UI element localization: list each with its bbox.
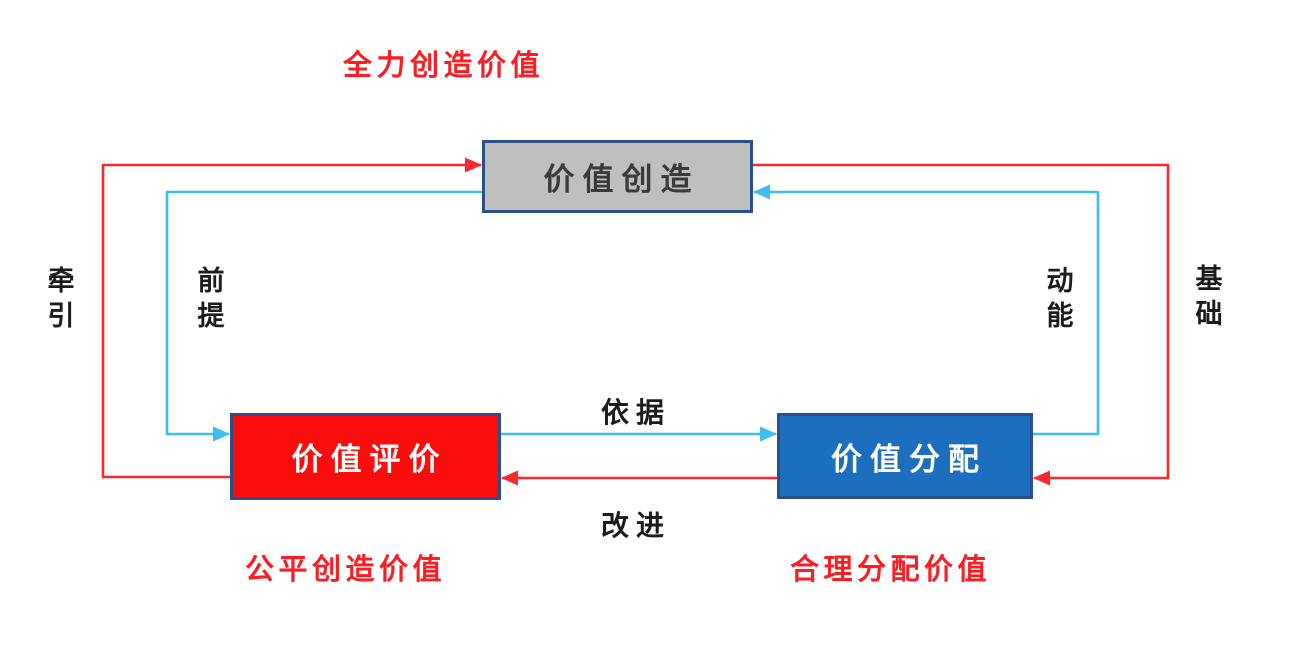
arrow-traction bbox=[101, 157, 482, 479]
arrow-premise bbox=[165, 190, 482, 442]
arrow-momentum bbox=[753, 184, 1100, 436]
edge-label-premise: 前提 bbox=[197, 266, 225, 331]
node-value-creation: 价值创造 bbox=[482, 140, 753, 213]
arrow-foundation bbox=[753, 163, 1170, 486]
edge-label-momentum: 动能 bbox=[1046, 266, 1074, 331]
node-value-creation-label: 价值创造 bbox=[543, 162, 700, 197]
edge-label-basis: 依据 bbox=[601, 398, 672, 429]
caption-value-evaluation: 公平创造价值 bbox=[245, 554, 447, 586]
edge-label-traction: 牵引 bbox=[47, 266, 75, 331]
node-value-distribution: 价值分配 bbox=[777, 413, 1033, 499]
edge-label-improvement: 改进 bbox=[601, 511, 672, 542]
node-value-distribution-label: 价值分配 bbox=[831, 441, 987, 477]
edge-label-foundation: 基础 bbox=[1195, 264, 1223, 329]
node-value-evaluation: 价值评价 bbox=[230, 413, 501, 500]
node-value-evaluation-label: 价值评价 bbox=[291, 442, 448, 477]
caption-value-distribution: 合理分配价值 bbox=[790, 554, 992, 586]
diagram-title: 全力创造价值 bbox=[343, 50, 545, 82]
